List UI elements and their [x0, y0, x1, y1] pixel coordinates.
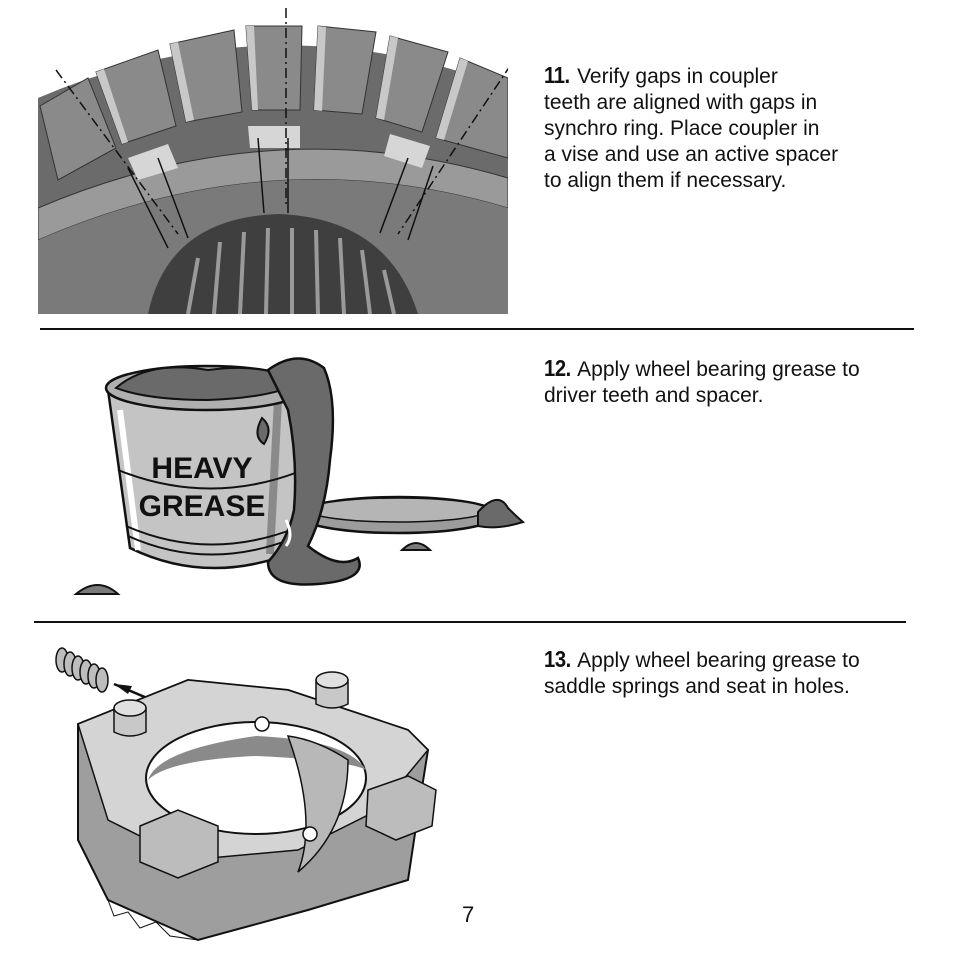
section-divider	[34, 621, 906, 623]
can-label-line-2: GREASE	[139, 490, 266, 523]
spring-icon	[55, 647, 109, 693]
spacer-springs-illustration	[48, 640, 448, 946]
step-13-number: 13.	[544, 646, 571, 672]
step-13-instruction: 13. Apply wheel bearing grease to saddle…	[544, 646, 860, 698]
step-12-instruction: 12. Apply wheel bearing grease to driver…	[544, 355, 860, 407]
step-12-number: 12.	[544, 355, 571, 381]
coupler-synchro-illustration	[38, 8, 508, 314]
step-11-number: 11.	[544, 62, 570, 88]
coupler-teeth-drawing	[38, 8, 508, 314]
can-label-line-1: HEAVY	[151, 452, 252, 485]
grease-can-drawing: HEAVY GREASE	[73, 357, 526, 595]
spacer-springs-drawing	[55, 647, 437, 942]
section-divider	[40, 328, 914, 330]
grease-can-illustration: HEAVY GREASE	[68, 340, 528, 602]
step-11-instruction: 11. Verify gaps in coupler teeth are ali…	[544, 62, 839, 192]
page-number: 7	[462, 902, 475, 927]
